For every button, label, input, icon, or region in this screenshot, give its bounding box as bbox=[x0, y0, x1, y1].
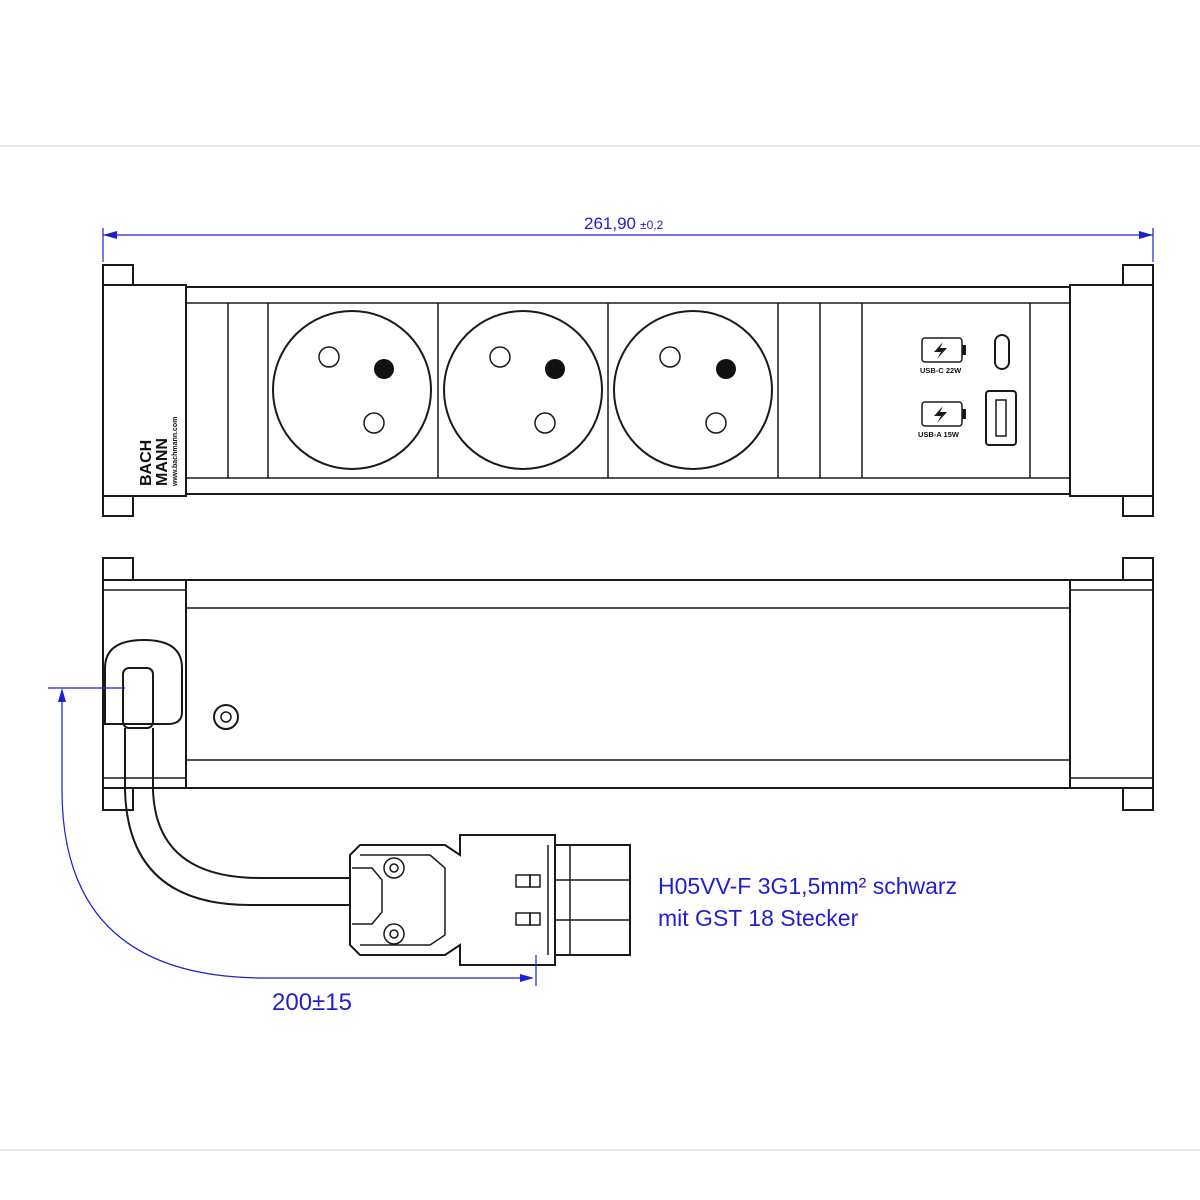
rear-clip-top-right bbox=[1122, 557, 1154, 581]
clip-top-right bbox=[1122, 264, 1154, 286]
rear-clip-bottom-right bbox=[1122, 787, 1154, 811]
cable-length-value: 200±15 bbox=[272, 989, 352, 1016]
brand-url: www.bachmann.com bbox=[172, 417, 179, 487]
rear-clip-top-left bbox=[102, 557, 134, 581]
total-length-tolerance: ±0,2 bbox=[640, 218, 664, 232]
rear-view bbox=[102, 557, 1154, 811]
usb-a-label: USB-A 15W bbox=[918, 430, 960, 439]
cable-entry bbox=[122, 667, 154, 729]
usb-c-port bbox=[994, 334, 1010, 370]
rear-clip-bottom-left bbox=[102, 787, 134, 811]
total-length-dimension: 261,90 ±0,2 bbox=[102, 214, 1154, 262]
clip-bottom-right bbox=[1122, 495, 1154, 517]
usb-a-port bbox=[985, 390, 1017, 446]
rear-end-cap-left bbox=[102, 579, 187, 789]
usb-c-label: USB-C 22W bbox=[920, 366, 962, 375]
cable-note-line1: H05VV-F 3G1,5mm² schwarz bbox=[658, 873, 957, 899]
brand-logo-line1: BACH bbox=[138, 440, 155, 486]
cable-grommet bbox=[104, 638, 183, 725]
rear-end-cap-right bbox=[1069, 579, 1154, 789]
cable bbox=[124, 728, 350, 906]
usb-c-charging-icon bbox=[921, 337, 966, 363]
socket-1 bbox=[272, 310, 432, 470]
rear-body bbox=[185, 579, 1071, 789]
usb-a-charging-icon bbox=[921, 401, 966, 427]
end-cap-right bbox=[1069, 284, 1154, 497]
brand-logo-line2: MANN bbox=[154, 438, 171, 486]
socket-2 bbox=[443, 310, 603, 470]
end-cap-left bbox=[102, 284, 187, 497]
total-length-value: 261,90 bbox=[584, 214, 636, 233]
socket-3 bbox=[613, 310, 773, 470]
gst18-plug bbox=[349, 834, 631, 966]
clip-top-left bbox=[102, 264, 134, 286]
cable-length-dimension: 200±15 bbox=[48, 687, 537, 1016]
clip-bottom-left bbox=[102, 495, 134, 517]
screw-icon bbox=[213, 704, 239, 730]
front-view: USB-C 22W USB-A 15W BACH MANN www.bachma… bbox=[102, 264, 1154, 517]
cable-note-line2: mit GST 18 Stecker bbox=[658, 905, 859, 931]
